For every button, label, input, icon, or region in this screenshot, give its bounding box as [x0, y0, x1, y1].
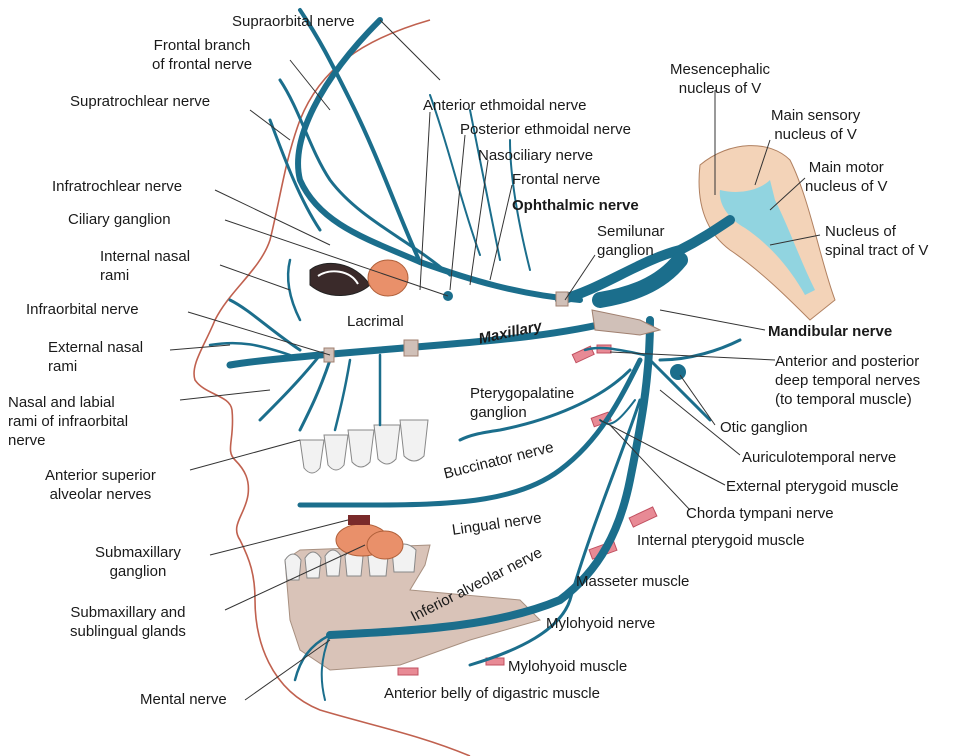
- label-chorda-tympani-nerve: Chorda tympani nerve: [686, 504, 834, 523]
- label-external-nasal-rami: External nasal rami: [48, 338, 143, 376]
- eye: [310, 263, 370, 295]
- label-lacrimal: Lacrimal: [347, 312, 404, 331]
- label-auriculotemporal-nerve: Auriculotemporal nerve: [742, 448, 896, 467]
- label-anterior-superior-alveolar: Anterior superior alveolar nerves: [45, 466, 156, 504]
- label-infraorbital-nerve: Infraorbital nerve: [26, 300, 139, 319]
- label-spinal-tract-nucleus: Nucleus of spinal tract of V: [825, 222, 928, 260]
- label-supratrochlear-nerve: Supratrochlear nerve: [70, 92, 210, 111]
- label-anterior-ethmoidal-nerve: Anterior ethmoidal nerve: [423, 96, 586, 115]
- label-frontal-branch: Frontal branch of frontal nerve: [152, 36, 252, 74]
- label-nasal-labial-rami: Nasal and labial rami of infraorbital ne…: [8, 393, 128, 450]
- label-main-sensory-nucleus: Main sensory nucleus of V: [771, 106, 860, 144]
- submaxillary-ganglion: [348, 515, 370, 525]
- label-submaxillary-ganglion: Submaxillary ganglion: [95, 543, 181, 581]
- label-posterior-ethmoidal-nerve: Posterior ethmoidal nerve: [460, 120, 631, 139]
- label-infratrochlear-nerve: Infratrochlear nerve: [52, 177, 182, 196]
- label-pterygopalatine-ganglion: Pterygopalatine ganglion: [470, 384, 574, 422]
- label-submaxillary-glands: Submaxillary and sublingual glands: [70, 603, 186, 641]
- label-ophthalmic-nerve: Ophthalmic nerve: [512, 196, 639, 215]
- upper-teeth: [300, 420, 428, 473]
- label-frontal-nerve: Frontal nerve: [512, 170, 600, 189]
- lacrimal-gland: [368, 260, 408, 296]
- label-mylohyoid-nerve: Mylohyoid nerve: [546, 614, 655, 633]
- label-external-pterygoid-muscle: External pterygoid muscle: [726, 477, 899, 496]
- label-deep-temporal-nerves: Anterior and posterior deep temporal ner…: [775, 352, 920, 409]
- label-otic-ganglion: Otic ganglion: [720, 418, 808, 437]
- label-masseter-muscle: Masseter muscle: [576, 572, 689, 591]
- label-mesencephalic-nucleus: Mesencephalic nucleus of V: [670, 60, 770, 98]
- label-semilunar-ganglion: Semilunar ganglion: [597, 222, 665, 260]
- label-main-motor-nucleus: Main motor nucleus of V: [805, 158, 888, 196]
- label-mandibular-nerve: Mandibular nerve: [768, 322, 892, 341]
- label-mental-nerve: Mental nerve: [140, 690, 227, 709]
- label-supraorbital-nerve: Supraorbital nerve: [232, 12, 355, 31]
- label-digastric-muscle: Anterior belly of digastric muscle: [384, 684, 600, 703]
- label-internal-pterygoid-muscle: Internal pterygoid muscle: [637, 531, 805, 550]
- sublingual-gland: [367, 531, 403, 559]
- label-ciliary-ganglion: Ciliary ganglion: [68, 210, 171, 229]
- label-mylohyoid-muscle: Mylohyoid muscle: [508, 657, 627, 676]
- label-internal-nasal-rami: Internal nasal rami: [100, 247, 190, 285]
- label-nasociliary-nerve: Nasociliary nerve: [478, 146, 593, 165]
